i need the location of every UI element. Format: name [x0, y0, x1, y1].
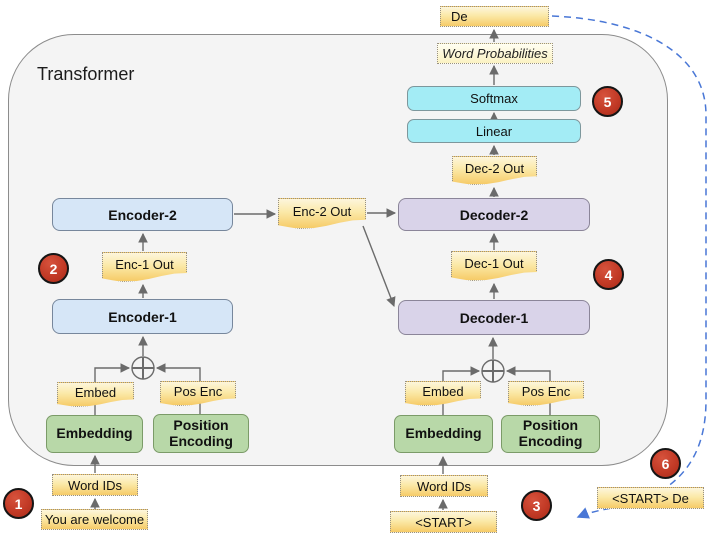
diagram-title: Transformer [37, 64, 135, 84]
step-marker-4: 4 [593, 259, 624, 290]
input-sentence-label: You are welcome [41, 509, 148, 530]
feedback-input-label: <START> De [597, 487, 704, 509]
decoder1-box: Decoder-1 [398, 300, 590, 335]
add-symbol-decoder [481, 359, 505, 383]
position-encoding-box-decoder: Position Encoding [501, 415, 600, 453]
arrow-enc2out-to-decoder1 [362, 225, 396, 308]
softmax-box: Softmax [407, 86, 581, 111]
step-marker-2: 2 [38, 253, 69, 284]
add-symbol-encoder [131, 356, 155, 380]
step-marker-5: 5 [592, 86, 623, 117]
position-encoding-box-encoder: Position Encoding [153, 414, 249, 453]
embedding-box-decoder: Embedding [394, 415, 493, 453]
step-marker-1: 1 [3, 488, 34, 519]
decoder2-box: Decoder-2 [398, 198, 590, 231]
word-ids-label-decoder: Word IDs [400, 475, 488, 497]
word-probabilities-label: Word Probabilities [437, 43, 553, 64]
linear-box: Linear [407, 119, 581, 143]
embedding-box-encoder: Embedding [46, 415, 143, 453]
start-token-label: <START> [390, 511, 497, 533]
word-ids-label-encoder: Word IDs [52, 474, 138, 496]
output-token-label: De [440, 6, 549, 27]
step-marker-6: 6 [650, 448, 681, 479]
step-marker-3: 3 [521, 490, 552, 521]
encoder2-box: Encoder-2 [52, 198, 233, 231]
encoder1-box: Encoder-1 [52, 299, 233, 334]
enc2-out-label: Enc-2 Out [278, 198, 366, 229]
feedback-arrow [551, 15, 707, 519]
